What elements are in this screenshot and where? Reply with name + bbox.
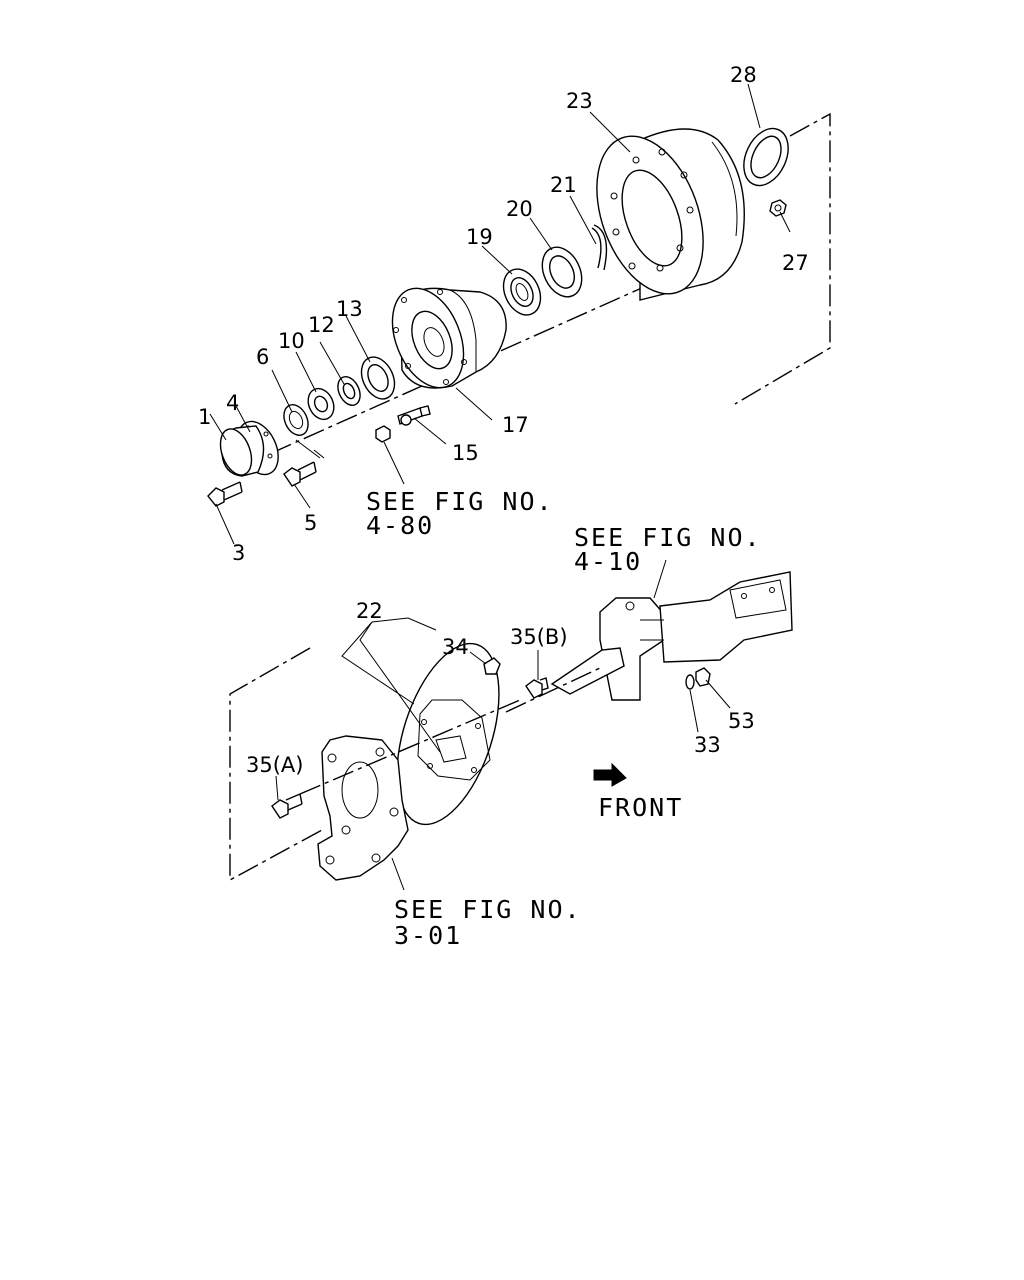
callout-4: 4 (226, 391, 239, 415)
see-fig-4-80-line2: 4-80 (366, 511, 434, 540)
plug-34 (483, 657, 501, 675)
leader-lines-upper (209, 83, 791, 545)
leader-lines-lower (275, 559, 731, 891)
snap-ring-21 (591, 224, 608, 271)
nut-27 (769, 199, 787, 217)
callout-5: 5 (304, 511, 317, 535)
callout-35a: 35(A) (246, 753, 303, 777)
callout-15: 15 (452, 441, 479, 465)
bearing-race-20 (541, 246, 583, 298)
lower-group-bracket (229, 647, 323, 882)
callout-53: 53 (728, 709, 755, 733)
arrow-icon (593, 762, 627, 787)
anchor-plate-3-01 (317, 735, 409, 881)
bolt-5 (283, 461, 317, 487)
oil-seal-28 (743, 127, 789, 187)
see-fig-4-10-line1: SEE FIG NO. (574, 523, 762, 552)
nut-53 (695, 667, 711, 687)
bearing-19 (502, 268, 542, 316)
nut-fig-4-80 (375, 425, 391, 443)
callout-12: 12 (308, 313, 335, 337)
callout-6: 6 (256, 345, 269, 369)
washer-12 (337, 376, 361, 406)
bolt-35a (271, 793, 303, 819)
callout-22: 22 (356, 599, 383, 623)
spindle (550, 647, 625, 695)
upper-group-bracket (734, 112, 831, 405)
callout-13: 13 (336, 297, 363, 321)
bearing-13 (360, 356, 396, 400)
nut-10 (307, 387, 335, 421)
hub-cap-1 (219, 425, 265, 477)
callout-23: 23 (566, 89, 593, 113)
callout-21: 21 (550, 173, 577, 197)
callout-3: 3 (232, 541, 245, 565)
front-label: FRONT (598, 793, 683, 822)
see-fig-3-01-line2: 3-01 (394, 921, 462, 950)
callout-28: 28 (730, 63, 757, 87)
callout-1: 1 (198, 405, 211, 429)
wheel-hub-17 (391, 287, 507, 389)
callout-33: 33 (694, 733, 721, 757)
see-fig-4-80-line1: SEE FIG NO. (366, 487, 554, 516)
callout-10: 10 (278, 329, 305, 353)
bolt-35b (525, 677, 549, 699)
hub-bolt-15 (397, 405, 431, 426)
callout-17: 17 (502, 413, 529, 437)
brake-drum-23 (596, 128, 745, 301)
lower-centerline (299, 667, 601, 795)
see-fig-4-10-line2: 4-10 (574, 547, 642, 576)
callout-34: 34 (442, 635, 469, 659)
callout-19: 19 (466, 225, 493, 249)
backing-plate-22 (396, 642, 500, 826)
bolt-3 (207, 481, 243, 507)
washer-33 (685, 674, 695, 690)
callout-27: 27 (782, 251, 809, 275)
lock-washer-6 (283, 404, 309, 436)
front-axle-4-10 (599, 571, 793, 701)
callout-20: 20 (506, 197, 533, 221)
callout-35b: 35(B) (510, 625, 568, 649)
see-fig-3-01-line1: SEE FIG NO. (394, 895, 582, 924)
